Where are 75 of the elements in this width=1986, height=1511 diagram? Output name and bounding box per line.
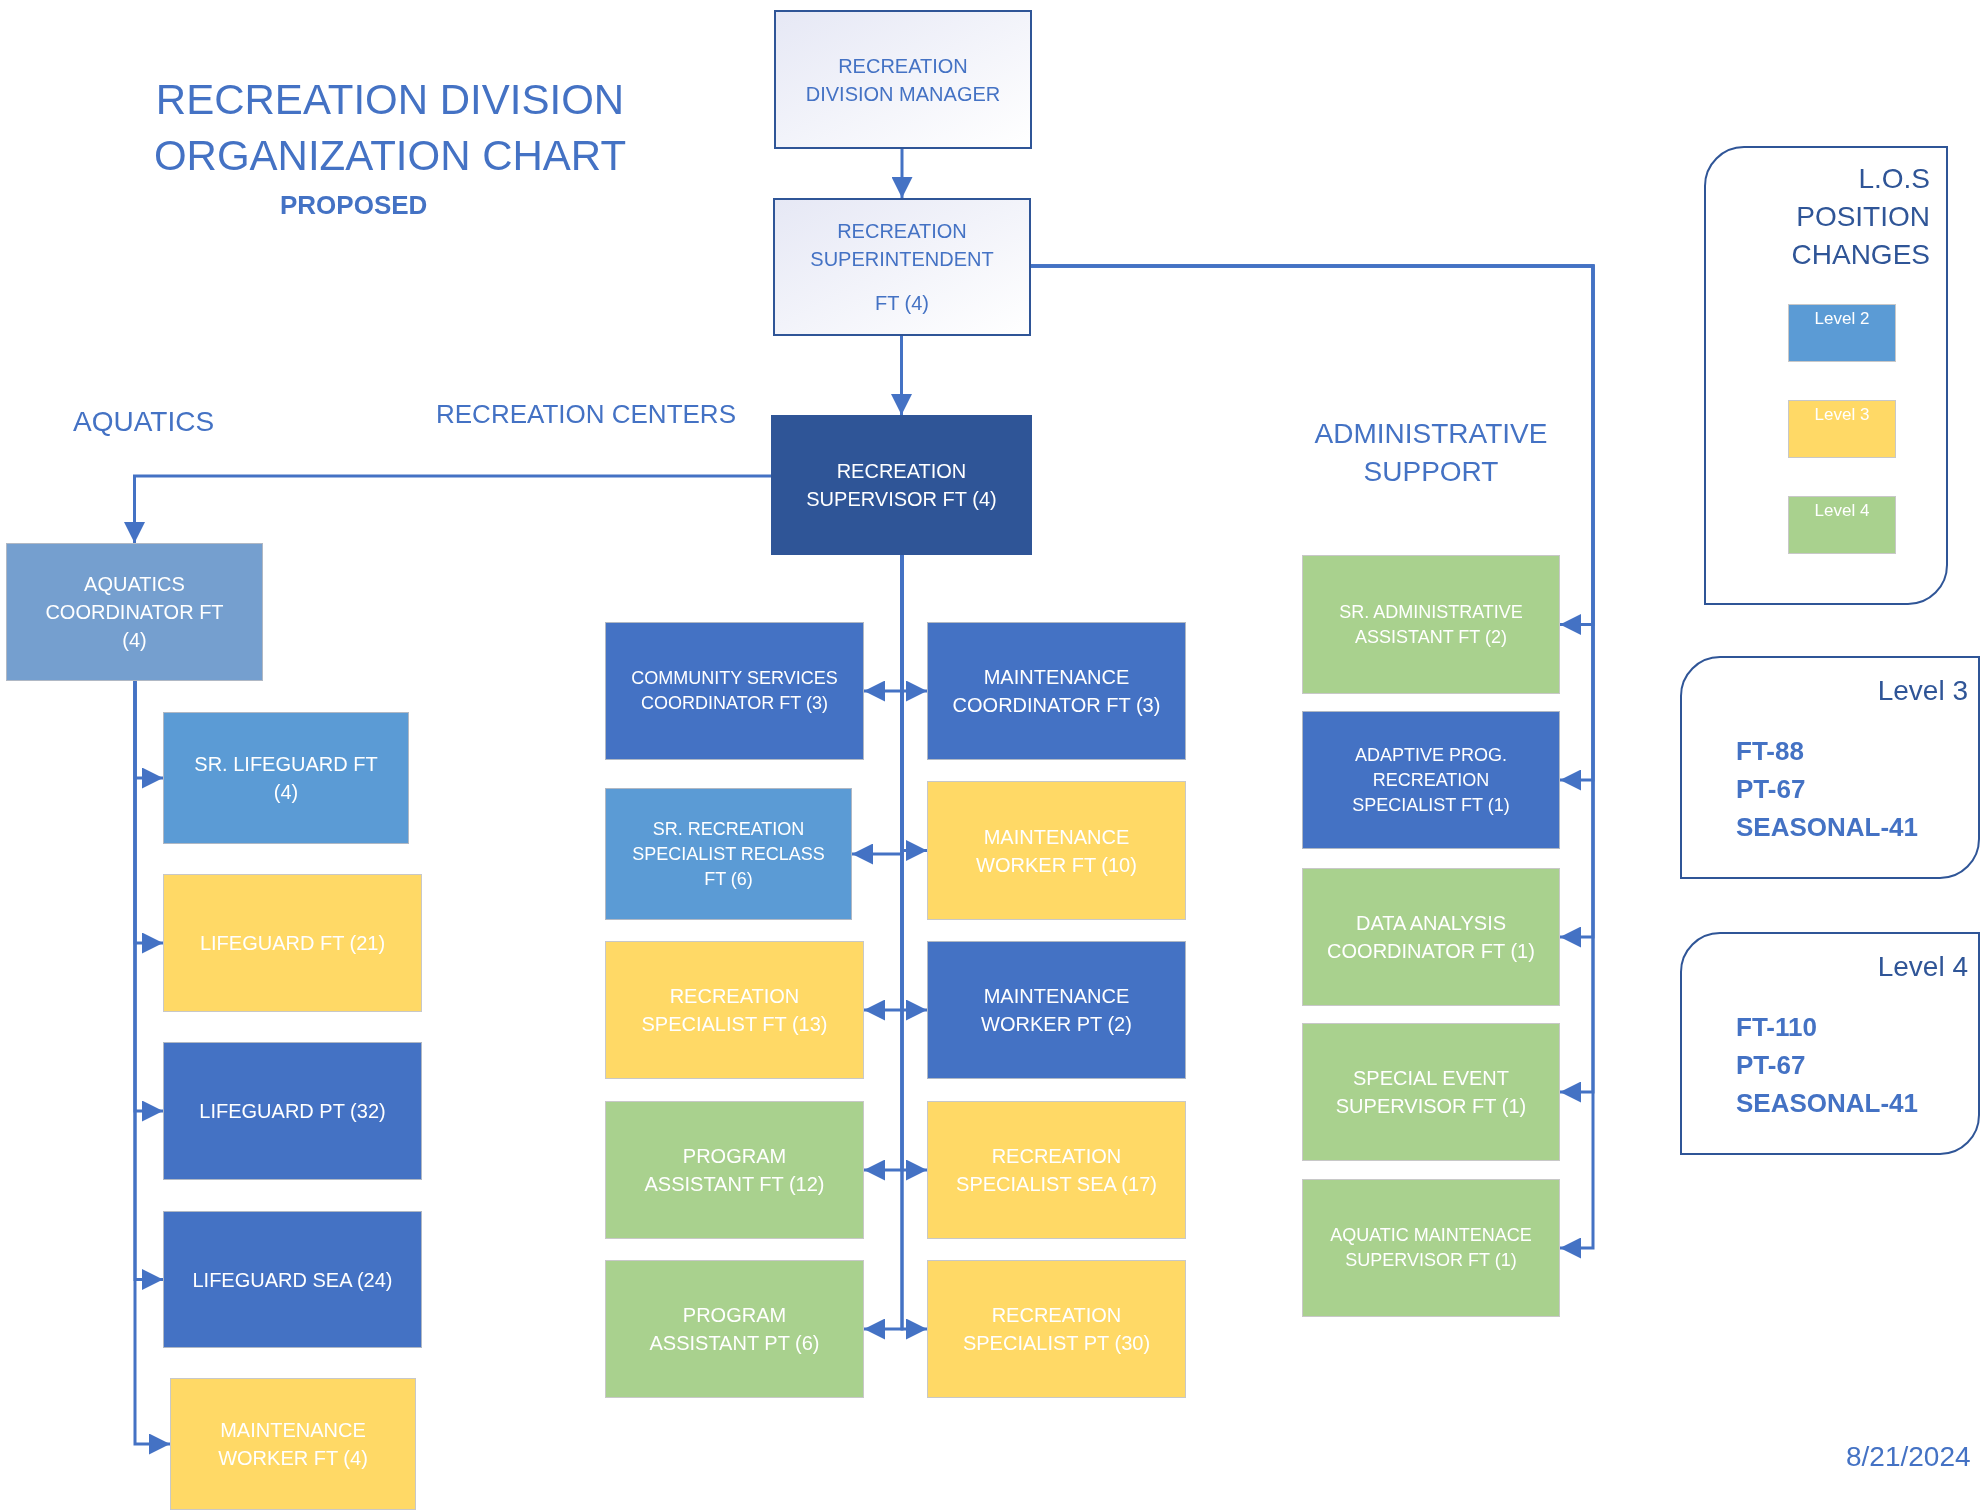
position-box [1302,555,1560,694]
position-box [771,415,1032,555]
connector-arrow [133,681,170,1455]
panel-heading: Level 3 [1876,674,1968,708]
position-title: MAINTENANCE WORKER FT (4) [217,1418,369,1471]
position-title: LIFEGUARD FT (21) [199,931,386,956]
count-text: SEASONAL-41 [1736,811,1920,844]
position-box [774,10,1032,149]
position-title: RECREATION SPECIALIST PT (30) [961,1303,1152,1356]
position-title: MAINTENANCE WORKER PT (2) [980,984,1133,1037]
position-title: RECREATION DIVISION MANAGER [804,53,1002,107]
position-box [605,1101,864,1239]
section-heading: AQUATICS [73,405,215,439]
position-box [927,781,1186,920]
count-panel [1680,932,1980,1155]
position-title: RECREATION SPECIALIST SEA (17) [955,1144,1158,1197]
count-panel [1680,656,1980,879]
position-box [927,1260,1186,1398]
position-box [927,1101,1186,1239]
count-text: FT-110 [1736,1011,1818,1044]
position-box [605,941,864,1079]
position-box [1302,1179,1560,1317]
position-box [163,1042,422,1180]
position-box [605,1260,864,1398]
position-title: FT (4) [874,291,930,316]
position-title: SR. ADMINISTRATIVE ASSISTANT FT (2) [1338,600,1524,649]
position-title: PROGRAM ASSISTANT FT (12) [643,1144,826,1197]
subtitle: PROPOSED [280,189,428,222]
position-box [6,543,263,681]
position-box [605,788,852,920]
position-title: LIFEGUARD SEA (24) [192,1267,393,1293]
position-box [163,1211,422,1348]
position-title: RECREATION SUPERINTENDENT [809,219,995,272]
position-box [163,874,422,1012]
position-title: LIFEGUARD PT (32) [199,1099,386,1124]
count-text: PT-67 [1736,773,1807,806]
position-title: RECREATION SUPERVISOR FT (4) [805,459,998,512]
section-heading: RECREATION CENTERS [436,398,736,431]
position-title: ADAPTIVE PROG. RECREATION SPECIALIST FT (1) [1351,743,1511,817]
position-box [1302,1023,1560,1161]
section-heading: ADMINISTRATIVE SUPPORT [1313,417,1549,489]
legend-heading: L.O.S POSITION CHANGES [1790,162,1930,272]
position-title: MAINTENANCE WORKER FT (10) [975,824,1138,878]
position-box [1302,868,1560,1006]
position-box [170,1378,416,1510]
position-box [927,941,1186,1079]
position-title: DATA ANALYSIS COORDINATOR FT (1) [1327,911,1535,964]
position-title: COMMUNITY SERVICES COORDINATOR FT (3) [630,667,839,715]
connector-arrow [891,336,912,415]
chart-title: RECREATION DIVISION ORGANIZATION CHART [152,75,628,181]
position-box [927,622,1186,760]
position-box [605,622,864,760]
position-box [1302,711,1560,849]
position-title: AQUATIC MAINTENACE SUPERVISOR FT (1) [1329,1224,1533,1272]
connector-arrow [891,149,913,198]
position-title: SR. RECREATION SPECIALIST RECLASS FT (6) [631,817,826,891]
position-title: SR. LIFEGUARD FT (4) [193,752,379,805]
position-title: MAINTENANCE COORDINATOR FT (3) [952,665,1161,718]
count-text: SEASONAL-41 [1736,1087,1920,1120]
legend-panel [1704,146,1948,605]
count-text: PT-67 [1736,1049,1807,1082]
position-title: PROGRAM ASSISTANT PT (6) [648,1303,821,1356]
position-title: AQUATICS COORDINATOR FT (4) [44,572,225,653]
position-title: SPECIAL EVENT SUPERVISOR FT (1) [1334,1066,1528,1119]
legend-label: Level 2 [1814,309,1870,330]
connector-arrow [124,474,771,543]
legend-label: Level 3 [1814,405,1870,426]
panel-heading: Level 4 [1876,950,1968,984]
position-box [773,198,1031,336]
legend-label: Level 4 [1814,501,1870,522]
position-box [163,712,409,844]
count-text: FT-88 [1736,735,1805,768]
position-title: RECREATION SPECIALIST FT (13) [640,984,829,1037]
date-label: 8/21/2024 [1846,1440,1971,1474]
connector-arrow [1031,264,1595,1259]
